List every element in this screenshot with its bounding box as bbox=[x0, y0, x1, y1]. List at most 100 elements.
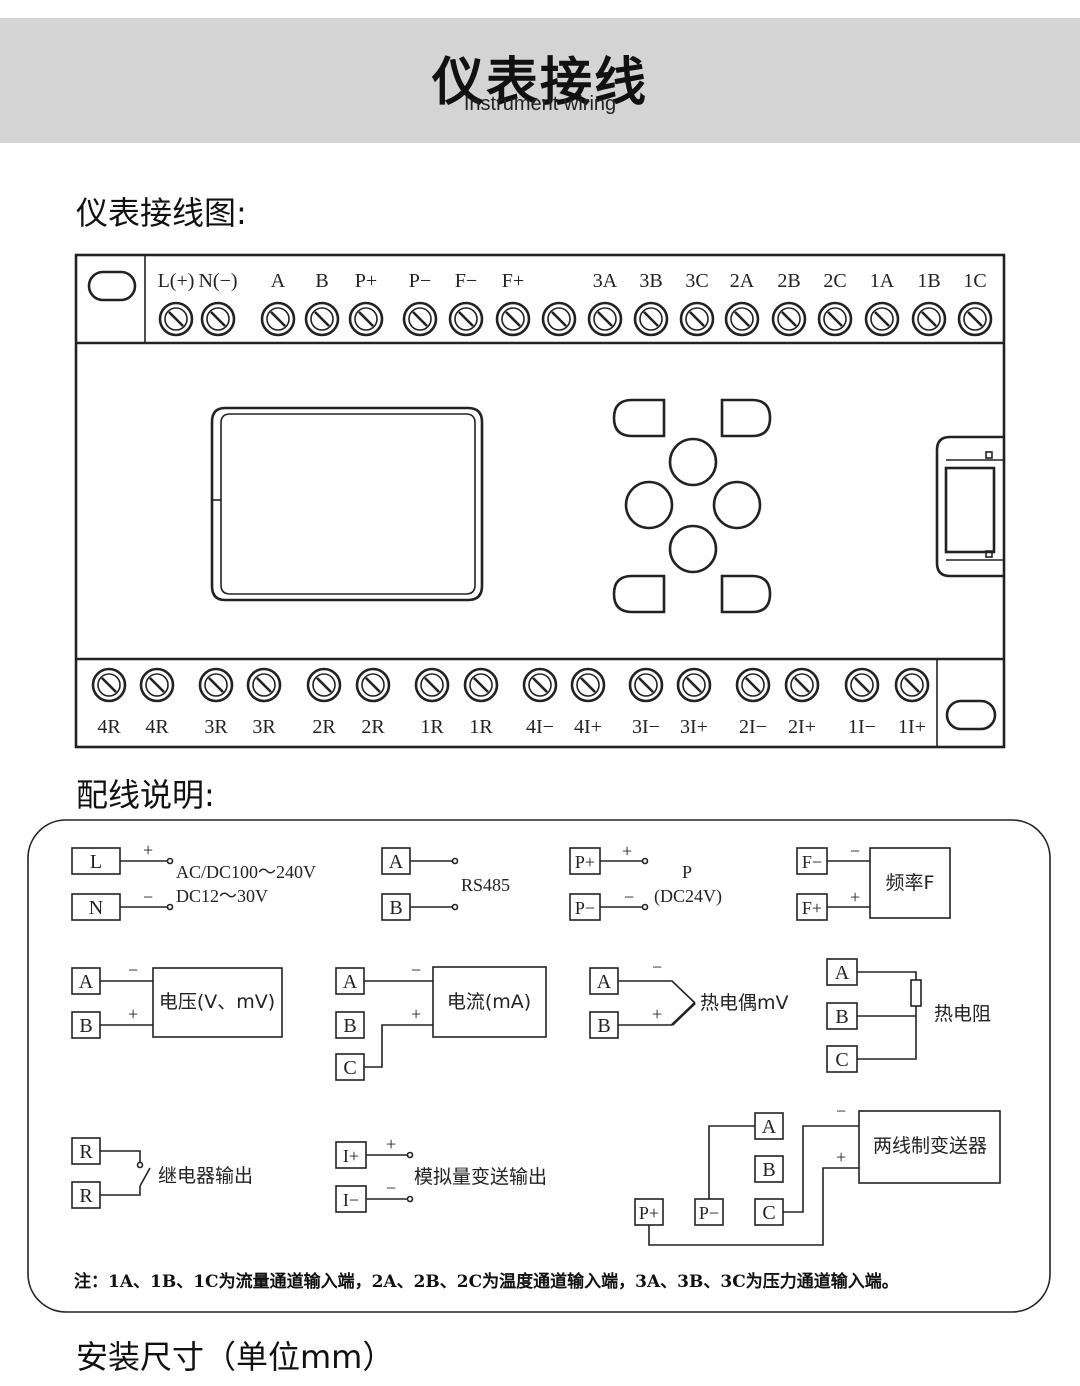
current-plus-sign: + bbox=[411, 1004, 421, 1024]
two-wire-plus-sign: + bbox=[836, 1147, 846, 1167]
pressure-supply: (DC24V) bbox=[654, 886, 722, 907]
frequency-wiring: F− − F+ + 频率F bbox=[796, 841, 951, 921]
top-terminal-label: 3C bbox=[685, 270, 708, 292]
frequency-device-label: 频率F bbox=[886, 872, 935, 894]
top-terminal-label: 1B bbox=[917, 270, 940, 292]
terminal-screw-icon bbox=[817, 301, 853, 337]
current-device-box bbox=[432, 966, 547, 1038]
top-terminal-label: 3A bbox=[593, 270, 618, 292]
wiring-notes-panel bbox=[27, 819, 1051, 1313]
key-top-right bbox=[720, 398, 772, 438]
key-right bbox=[712, 480, 762, 530]
terminal-screw-icon bbox=[348, 301, 384, 337]
current-wiring: A − B C + 电流(mA) bbox=[335, 960, 547, 1081]
current-terminal-B: B bbox=[343, 1015, 356, 1037]
bottom-terminal-label: 3I− bbox=[632, 716, 660, 738]
rtd-terminal-C: C bbox=[835, 1049, 848, 1071]
two-wire-terminal-B: B bbox=[762, 1159, 775, 1181]
pressure-label: P bbox=[682, 862, 692, 882]
title-banner bbox=[0, 18, 1080, 143]
terminal-screw-icon bbox=[587, 301, 623, 337]
rtd-label: 热电阻 bbox=[934, 1003, 991, 1025]
frequency-plus-sign: + bbox=[850, 887, 860, 907]
frequency-terminal-fplus: F+ bbox=[802, 898, 822, 918]
bottom-terminal-label: 4I+ bbox=[574, 716, 602, 738]
key-bottom-right bbox=[720, 574, 772, 614]
two-wire-device-label: 两线制变送器 bbox=[873, 1135, 987, 1157]
side-connector bbox=[935, 435, 1004, 578]
two-wire-minus-sign: − bbox=[836, 1101, 846, 1121]
rtd-terminal-B: B bbox=[835, 1006, 848, 1028]
pressure-terminal-pplus: P+ bbox=[575, 852, 595, 872]
frequency-terminal-fminus: F− bbox=[802, 852, 822, 872]
current-device-label: 电流(mA) bbox=[447, 991, 531, 1013]
page-title: 仪表接线 bbox=[431, 53, 648, 113]
key-left bbox=[624, 480, 674, 530]
key-top-left bbox=[612, 398, 666, 438]
terminal-screw-icon bbox=[414, 667, 450, 703]
terminal-screw-icon bbox=[724, 301, 760, 337]
voltage-device-label: 电压(V、mV) bbox=[159, 991, 275, 1013]
key-down bbox=[668, 524, 718, 574]
terminal-screw-icon bbox=[495, 301, 531, 337]
terminal-screw-icon bbox=[260, 301, 296, 337]
top-terminal-label: 2C bbox=[823, 270, 846, 292]
key-bottom-left bbox=[612, 574, 666, 614]
rtd-resistor bbox=[910, 979, 922, 1007]
thermocouple-plus-sign: + bbox=[652, 1004, 662, 1024]
voltage-minus-sign: − bbox=[128, 960, 138, 980]
relay-terminal-R2: R bbox=[79, 1185, 93, 1207]
terminal-N bbox=[71, 893, 121, 921]
bottom-terminal-label: 2I− bbox=[739, 716, 767, 738]
terminal-screw-icon bbox=[957, 301, 993, 337]
top-terminal-label: P+ bbox=[355, 270, 377, 292]
bottom-terminal-label: 3R bbox=[204, 716, 228, 738]
terminal-screw-icon bbox=[463, 667, 499, 703]
power-dc-range: DC12～30V bbox=[176, 886, 268, 906]
bottom-terminal-label: 2R bbox=[312, 716, 336, 738]
bottom-terminal-label: 1I− bbox=[848, 716, 876, 738]
bottom-terminal-label: 1I+ bbox=[898, 716, 926, 738]
rs485-wiring: A B RS485 bbox=[381, 847, 510, 921]
terminal-screw-icon bbox=[448, 301, 484, 337]
relay-wiring: R R 继电器输出 bbox=[71, 1137, 253, 1209]
thermocouple-terminal-B: B bbox=[597, 1015, 610, 1037]
terminal-screw-icon bbox=[402, 301, 438, 337]
bottom-mount-slot bbox=[945, 699, 997, 731]
terminal-screw-icon bbox=[735, 667, 771, 703]
current-terminal-A: A bbox=[343, 971, 358, 993]
voltage-terminal-B: B bbox=[79, 1015, 92, 1037]
top-terminal-label: A bbox=[271, 270, 286, 292]
thermocouple-wiring: A − B + 热电偶mV bbox=[589, 957, 789, 1039]
pressure-plus-sign: + bbox=[622, 841, 632, 861]
terminal-screw-icon bbox=[864, 301, 900, 337]
relay-label: 继电器输出 bbox=[158, 1165, 253, 1187]
analog-terminal-iplus: I+ bbox=[343, 1146, 359, 1166]
analog-terminal-iminus: I− bbox=[343, 1190, 359, 1210]
terminal-N-label: N bbox=[89, 897, 103, 919]
terminal-screw-icon bbox=[158, 301, 194, 337]
terminal-L-label: L bbox=[90, 851, 102, 873]
pressure-terminal-pminus: P− bbox=[575, 898, 595, 918]
top-terminal-label: 3B bbox=[639, 270, 662, 292]
bottom-terminal-label: 4I− bbox=[526, 716, 554, 738]
terminal-screw-icon bbox=[784, 667, 820, 703]
terminal-screw-icon bbox=[541, 301, 577, 337]
rs485-label: RS485 bbox=[461, 875, 510, 895]
current-terminal-C: C bbox=[343, 1057, 356, 1079]
top-terminal-label: F− bbox=[455, 270, 477, 292]
rtd-wiring: A B C 热电阻 bbox=[826, 958, 991, 1073]
two-wire-terminal-pminus: P− bbox=[699, 1203, 719, 1223]
terminal-screw-icon bbox=[304, 301, 340, 337]
analog-minus-sign: − bbox=[386, 1178, 396, 1198]
top-terminal-label: 2A bbox=[730, 270, 755, 292]
power-plus-sign: + bbox=[143, 840, 153, 860]
terminal-screw-icon bbox=[911, 301, 947, 337]
frequency-minus-sign: − bbox=[850, 841, 860, 861]
two-wire-terminal-A: A bbox=[762, 1116, 777, 1138]
top-terminal-label: 1C bbox=[963, 270, 986, 292]
terminal-screw-icon bbox=[844, 667, 880, 703]
terminal-screw-icon bbox=[91, 667, 127, 703]
terminal-screw-icon bbox=[246, 667, 282, 703]
